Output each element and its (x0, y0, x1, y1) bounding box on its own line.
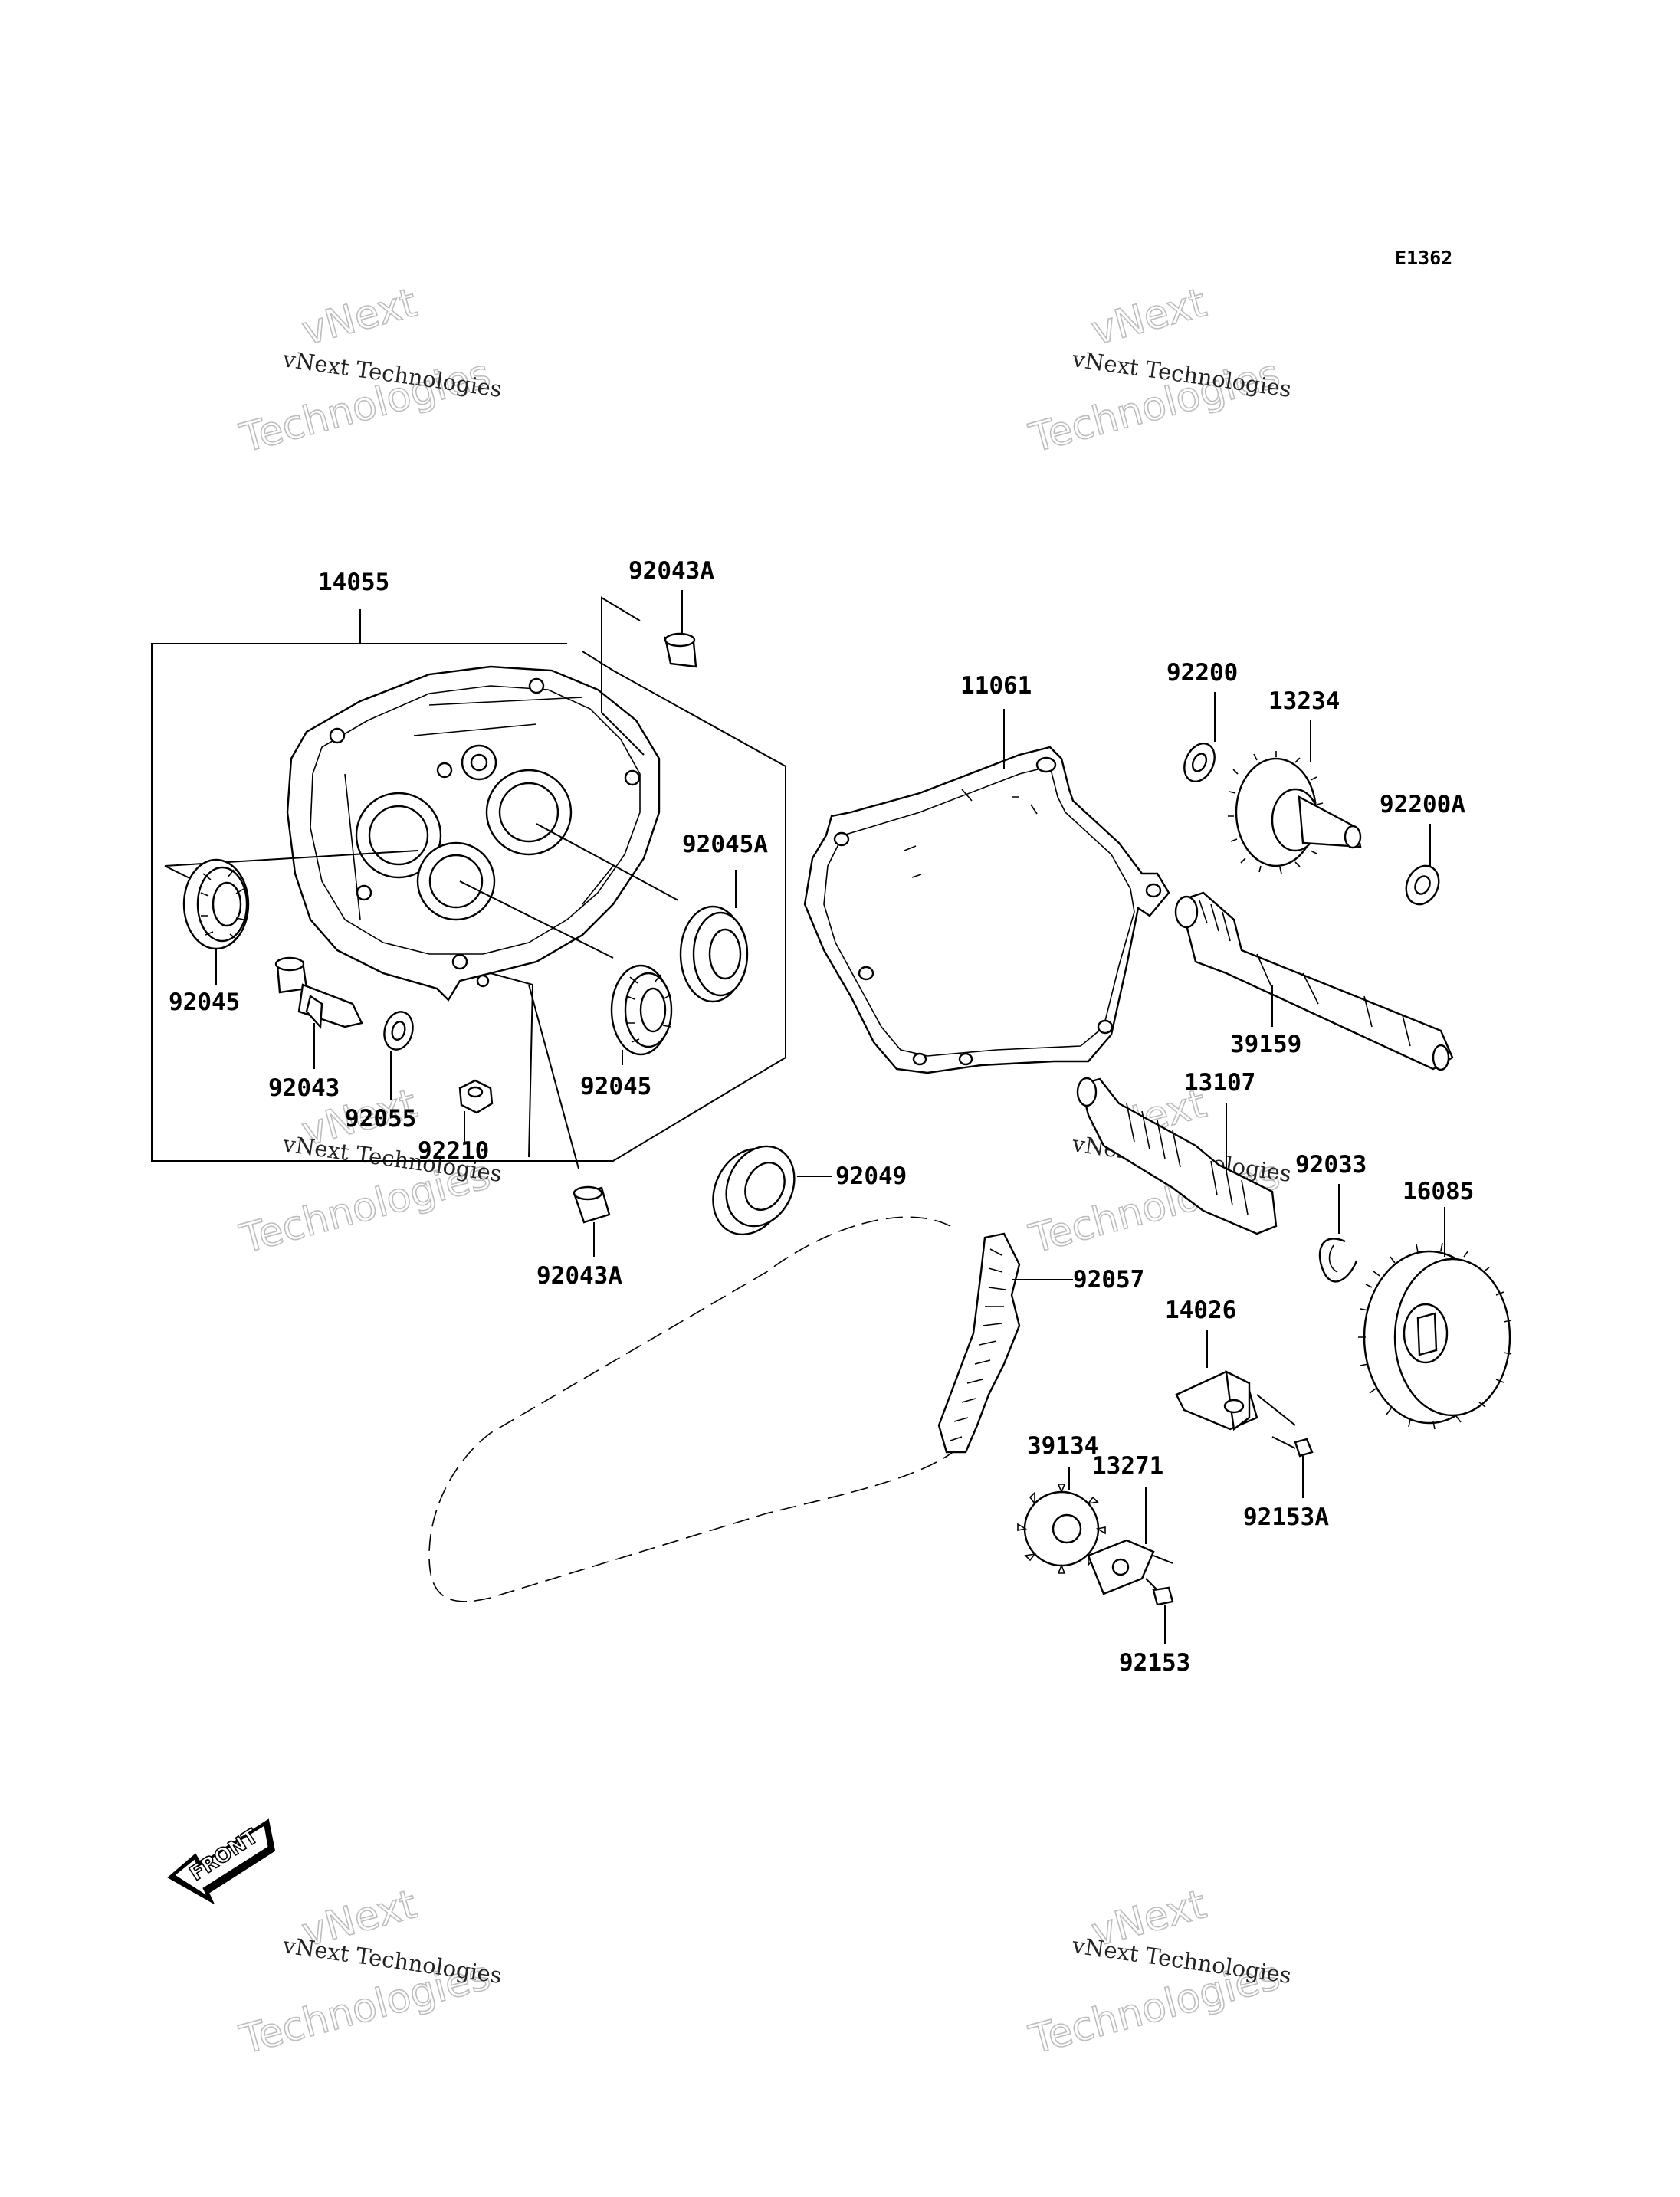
part-label-92045-mid: 92045 (580, 1073, 651, 1100)
part-label-92153A: 92153A (1243, 1503, 1329, 1531)
case-leader-lines (164, 823, 679, 1169)
washer-92200 (1183, 743, 1216, 782)
bolt-92153 (1145, 1578, 1174, 1606)
part-label-39159: 39159 (1230, 1031, 1301, 1058)
nut-92210 (458, 1079, 494, 1114)
gear-16085 (1358, 1242, 1512, 1430)
part-label-92210: 92210 (418, 1137, 489, 1165)
watermark-top-right: vNext Technologies vNext Technologies (1024, 279, 1293, 462)
part-label-16085: 16085 (1403, 1178, 1474, 1205)
shaft-39159 (1174, 891, 1454, 1071)
part-label-92043A-bottom: 92043A (536, 1262, 622, 1290)
washer-92200A (1405, 864, 1440, 906)
case-assembly-bracket (151, 609, 786, 1162)
bearing-left (182, 858, 250, 950)
part-label-92045-left: 92045 (169, 989, 240, 1016)
dowel-pin-bottom (573, 1185, 611, 1224)
sprocket-39134 (1017, 1484, 1106, 1574)
diagram-code: E1362 (1395, 247, 1452, 269)
part-label-92200: 92200 (1166, 659, 1238, 687)
part-label-92049: 92049 (835, 1162, 907, 1190)
part-label-39134: 39134 (1027, 1432, 1098, 1460)
part-label-92200A: 92200A (1380, 791, 1465, 818)
transmission-case (286, 665, 661, 1002)
bearing-92049 (712, 1145, 796, 1236)
part-label-92045A: 92045A (682, 831, 768, 858)
part-label-11061: 11061 (960, 672, 1032, 700)
part-label-14026: 14026 (1165, 1297, 1236, 1324)
chain-guide-14026 (1175, 1369, 1296, 1431)
bearing-92045A (679, 905, 749, 1003)
watermark-bottom-right: vNext Technologies vNext Technologies (1024, 1881, 1293, 2064)
watermark-top-left: vNext Technologies vNext Technologies (235, 279, 504, 462)
watermark-bottom-left: vNext Technologies vNext Technologies (235, 1881, 504, 2064)
part-label-92043A-top: 92043A (628, 557, 714, 585)
dowel-pin-top (601, 596, 697, 756)
part-label-13271: 13271 (1092, 1452, 1163, 1480)
watermark-big-top: vNext (1087, 280, 1211, 354)
circlip-92033 (1318, 1238, 1358, 1283)
part-label-14055: 14055 (318, 569, 389, 596)
bolt-92043 (274, 956, 363, 1029)
bolt-92153A (1271, 1436, 1314, 1458)
gasket-11061 (803, 746, 1170, 1074)
plate-13271 (1087, 1539, 1173, 1595)
gear-13234 (1228, 751, 1362, 874)
part-label-92043: 92043 (268, 1074, 340, 1102)
watermark-big-top: vNext (297, 280, 422, 354)
part-label-92153: 92153 (1119, 1649, 1190, 1677)
part-label-92033: 92033 (1295, 1151, 1367, 1179)
part-label-13234: 13234 (1268, 687, 1340, 715)
part-label-92057: 92057 (1073, 1266, 1144, 1294)
part-label-13107: 13107 (1184, 1069, 1255, 1097)
bearing-middle (610, 964, 673, 1056)
shaft-13107 (1076, 1077, 1278, 1235)
front-arrow-icon: FRONT (167, 1818, 276, 1905)
part-label-92055: 92055 (345, 1105, 416, 1133)
washer-92055 (383, 1011, 414, 1051)
chain-92057 (428, 1216, 1021, 1602)
